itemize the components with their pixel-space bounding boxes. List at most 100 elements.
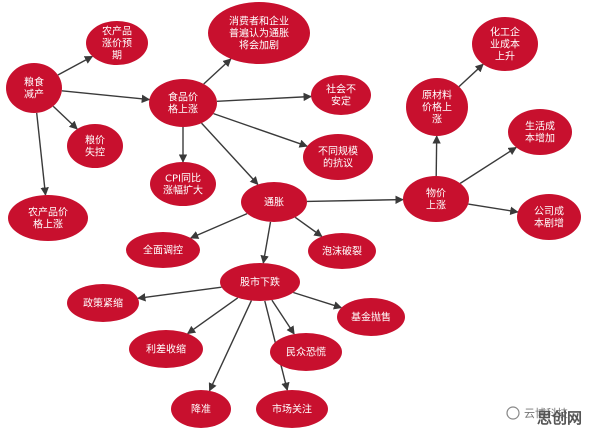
node-label-chem_cost: 化工企 (490, 26, 520, 39)
edge-stock_fall-to-margin_shrink (186, 297, 239, 335)
node-market_watch: 市场关注 (256, 390, 328, 428)
node-policy_tight: 政策紧缩 (67, 284, 139, 322)
node-shape-bubble (308, 233, 376, 269)
node-shape-stock_fall (220, 263, 300, 301)
node-label-market_watch: 市场关注 (272, 403, 312, 416)
node-shape-cpi_up (150, 162, 216, 206)
node-rrr_cut: 降准 (171, 390, 231, 428)
node-label-raw_material: 价格上 (422, 101, 452, 114)
edge-price_rise-to-company_cost (468, 203, 519, 215)
node-shape-price_rise (403, 176, 469, 222)
node-bubble: 泡沫破裂 (308, 233, 376, 269)
edge-stock_fall-to-panic (271, 299, 295, 335)
edge-stock_fall-to-fund_sell (293, 291, 343, 310)
node-shape-living_cost (508, 109, 572, 155)
edges (36, 55, 519, 392)
node-macro_control: 全面调控 (126, 232, 200, 268)
edge-grain_cut-to-grain_loss (52, 105, 78, 130)
node-label-ag_price_rise: 农产品价 (28, 206, 68, 219)
node-label-grain_cut: 粮食 (24, 76, 44, 89)
node-label-price_rise: 物价 (426, 187, 446, 200)
node-shape-consumer_view (208, 2, 310, 64)
watermark-account: 云博科技 (524, 406, 568, 420)
node-label-company_cost: 公司成 (534, 206, 564, 218)
node-shape-food_price_rise (149, 79, 217, 127)
node-label-cpi_up: CPI同比 (165, 173, 201, 185)
node-label-grain_loss: 失控 (85, 146, 105, 159)
node-shape-ag_expect (86, 21, 148, 65)
node-label-raw_material: 原材料 (422, 89, 452, 102)
node-label-grain_cut: 减产 (24, 88, 44, 101)
node-shape-margin_shrink (129, 330, 203, 368)
node-label-resist: 不同规模 (318, 145, 358, 158)
node-label-grain_loss: 粮价 (85, 134, 105, 147)
node-label-stock_fall: 股市下跌 (240, 276, 280, 289)
edge-stock_fall-to-policy_tight (137, 286, 222, 302)
node-inflation: 通胀 (241, 182, 307, 222)
edge-grain_cut-to-ag_price_rise (36, 112, 49, 196)
edge-stock_fall-to-rrr_cut (208, 300, 253, 392)
edge-raw_material-to-chem_cost (458, 63, 484, 88)
nodes: 粮食减产农产品涨价预期粮价失控农产品价格上涨食品价格上涨消费者和企业普遍认为通胀… (6, 2, 581, 428)
edge-food_price_rise-to-social_unrest (216, 92, 312, 102)
node-label-consumer_view: 将会加剧 (239, 39, 279, 52)
node-label-policy_tight: 政策紧缩 (83, 297, 123, 310)
node-label-company_cost: 本剧增 (534, 217, 564, 230)
node-shape-resist (303, 134, 373, 180)
edge-price_rise-to-living_cost (459, 146, 517, 184)
node-shape-policy_tight (67, 284, 139, 322)
watermark-logo: 思创网 (537, 409, 582, 427)
node-shape-market_watch (256, 390, 328, 428)
node-label-food_price_rise: 食品价 (168, 91, 198, 104)
node-shape-grain_cut (6, 63, 62, 113)
node-label-cpi_up: 涨幅扩大 (163, 184, 203, 197)
node-label-social_unrest: 社会不 (326, 83, 356, 96)
edge-food_price_rise-to-inflation (200, 122, 259, 186)
node-label-ag_price_rise: 格上涨 (33, 218, 63, 231)
node-label-chem_cost: 业成本 (490, 38, 520, 51)
node-label-ag_expect: 涨价预 (102, 38, 132, 50)
node-stock_fall: 股市下跌 (220, 263, 300, 301)
node-shape-panic (270, 333, 342, 371)
node-label-fund_sell: 基金抛售 (351, 311, 391, 324)
node-label-resist: 的抗议 (323, 157, 353, 170)
node-shape-macro_control (126, 232, 200, 268)
node-label-bubble: 泡沫破裂 (322, 245, 362, 258)
node-label-inflation: 通胀 (264, 197, 284, 209)
node-label-living_cost: 本增加 (525, 132, 555, 145)
node-label-consumer_view: 普遍认为通胀 (229, 27, 289, 40)
node-shape-raw_material (406, 78, 468, 136)
edge-food_price_rise-to-resist (213, 112, 308, 148)
node-label-panic: 民众恐慌 (286, 347, 326, 359)
node-shape-fund_sell (337, 298, 405, 336)
node-fund_sell: 基金抛售 (337, 298, 405, 336)
node-label-macro_control: 全面调控 (143, 244, 183, 257)
node-label-price_rise: 上涨 (426, 200, 446, 212)
node-shape-inflation (241, 182, 307, 222)
node-label-ag_expect: 农产品 (102, 25, 132, 38)
node-label-social_unrest: 安定 (331, 95, 351, 108)
node-shape-social_unrest (311, 75, 371, 115)
node-label-ag_expect: 期 (112, 50, 122, 62)
node-label-consumer_view: 消费者和企业 (229, 15, 289, 28)
node-shape-chem_cost (472, 17, 538, 71)
node-label-margin_shrink: 利差收缩 (146, 343, 186, 356)
node-panic: 民众恐慌 (270, 333, 342, 371)
watermark: 云博科技 思创网 (506, 406, 582, 427)
edge-inflation-to-macro_control (189, 212, 248, 239)
edge-price_rise-to-raw_material (432, 135, 441, 177)
